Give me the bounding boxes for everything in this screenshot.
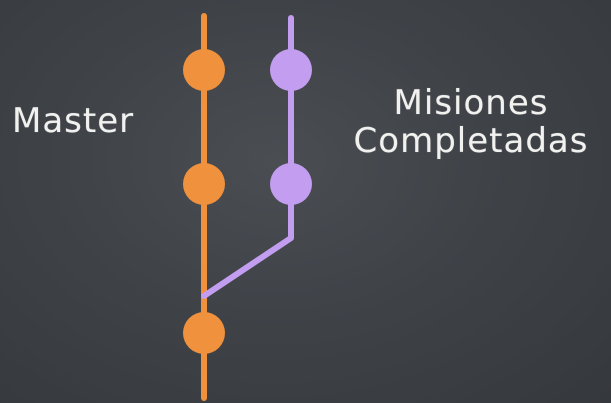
branch-commit — [270, 49, 312, 91]
master-label: Master — [12, 101, 135, 141]
master-commit — [183, 312, 225, 354]
branch-label: Misiones Completadas — [338, 84, 604, 160]
branch-commit — [270, 163, 312, 205]
branch-label-line-2: Completadas — [353, 121, 589, 162]
master-commit — [183, 163, 225, 205]
master-commit — [183, 49, 225, 91]
feature-branch-line — [201, 15, 294, 299]
branch-label-line-1: Misiones — [393, 83, 549, 123]
